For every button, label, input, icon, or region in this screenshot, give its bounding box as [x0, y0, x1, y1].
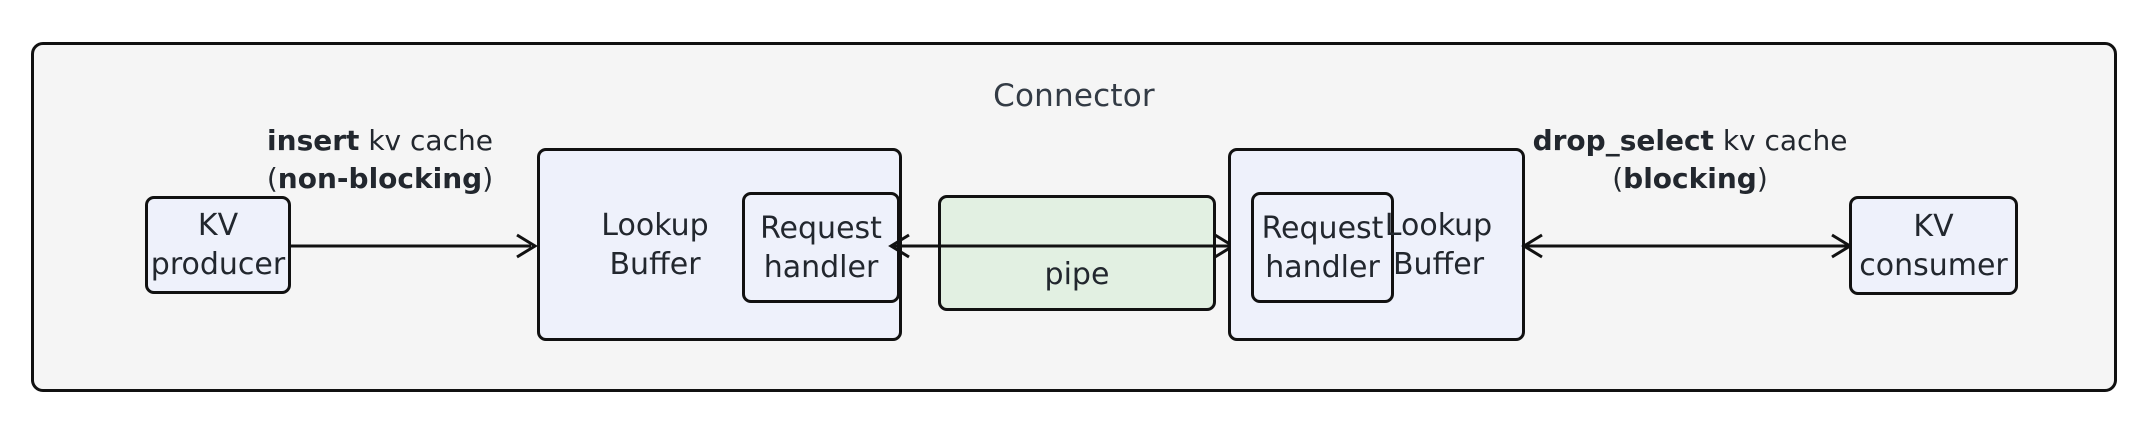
edge-label-insert-rest: kv cache	[359, 124, 493, 157]
node-lookup-buffer-right-label: Lookup Buffer	[1384, 207, 1493, 282]
edge-label-drop-select-line2: (blocking)	[1530, 160, 1850, 198]
edge-paren-close-drop-select: )	[1756, 161, 1768, 195]
edge-label-insert-line2: (non-blocking)	[247, 160, 513, 198]
edge-label-drop-select-line1: drop_select kv cache	[1530, 122, 1850, 160]
node-kv-consumer-label: KV consumer	[1859, 208, 2008, 283]
node-lookup-buffer-left-label: Lookup Buffer	[601, 207, 709, 282]
edge-mode-insert: non-blocking	[277, 161, 483, 195]
edge-label-insert-line1: insert kv cache	[247, 122, 513, 160]
node-request-handler-right[interactable]: Request handler	[1251, 192, 1394, 303]
edge-paren-close-insert: )	[482, 161, 494, 195]
node-kv-producer[interactable]: KV producer	[145, 196, 291, 294]
node-request-handler-right-label: Request handler	[1261, 210, 1384, 285]
node-lookup-buffer-left[interactable]: Lookup Buffer Request handler	[537, 148, 902, 341]
edge-label-insert: insert kv cache (non-blocking)	[247, 122, 513, 197]
edge-op-insert: insert	[267, 124, 360, 157]
node-pipe-label: pipe	[1044, 257, 1110, 292]
node-kv-producer-label: KV producer	[150, 208, 286, 282]
node-request-handler-left[interactable]: Request handler	[742, 192, 900, 303]
edge-op-drop-select: drop_select	[1532, 124, 1714, 157]
edge-paren-open-drop-select: (	[1612, 161, 1624, 195]
connector-title: Connector	[993, 78, 1155, 114]
node-pipe[interactable]: pipe	[938, 195, 1216, 311]
edge-label-drop-select-rest: kv cache	[1713, 124, 1848, 157]
edge-label-drop-select: drop_select kv cache (blocking)	[1530, 122, 1850, 197]
node-request-handler-left-label: Request handler	[760, 210, 882, 285]
edge-mode-drop-select: blocking	[1623, 161, 1757, 195]
edge-paren-open-insert: (	[266, 161, 278, 195]
node-kv-consumer[interactable]: KV consumer	[1849, 196, 2018, 295]
node-lookup-buffer-right[interactable]: Request handler Lookup Buffer	[1228, 148, 1525, 341]
